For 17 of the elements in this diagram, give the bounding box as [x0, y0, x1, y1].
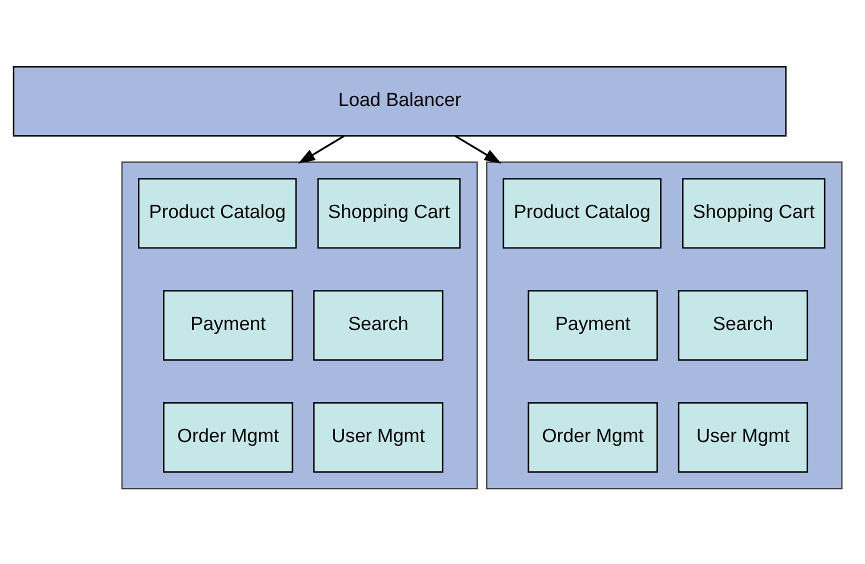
cluster	[121, 161, 478, 489]
node-box: Payment	[163, 290, 294, 360]
cluster	[486, 161, 842, 489]
node-box: Payment	[528, 290, 658, 360]
node-box: Load Balancer	[12, 66, 787, 136]
node-box: Product Catalog	[138, 178, 297, 248]
node-box: Product Catalog	[502, 178, 662, 248]
node-box: Shopping Cart	[682, 178, 826, 248]
arrow	[454, 134, 502, 164]
node-box: Order Mgmt	[163, 402, 294, 472]
node-box: User Mgmt	[313, 402, 444, 472]
arrow	[298, 134, 344, 164]
node-box: Shopping Cart	[317, 178, 461, 248]
node-box: Search	[313, 290, 444, 360]
node-box: Order Mgmt	[528, 402, 658, 472]
node-box: User Mgmt	[678, 402, 808, 472]
node-box: Search	[678, 290, 808, 360]
